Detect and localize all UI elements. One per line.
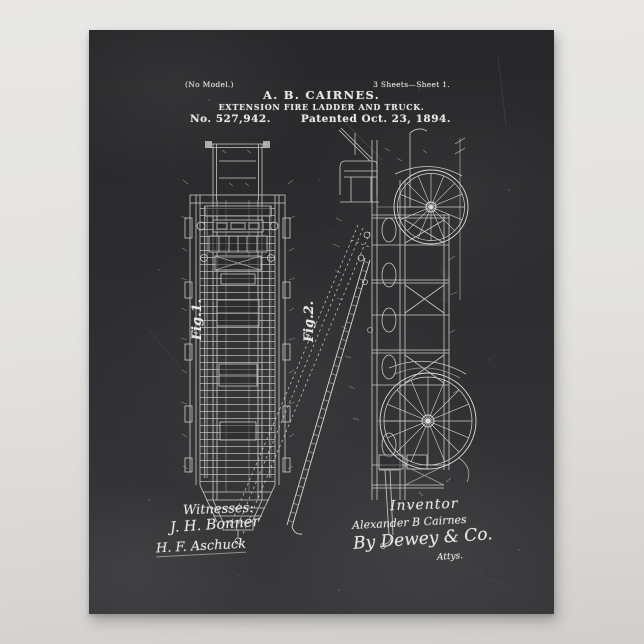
sheet-info-text: 3 Sheets—Sheet 1. [373,80,450,89]
rear-wheel [379,372,477,470]
fig2-label: Fig.2. [302,300,318,343]
patent-date: Patented Oct. 23, 1894. [300,113,451,125]
attorney-suffix: Attys. [436,551,464,563]
chalk-specks [148,89,520,591]
fig2-drawing [338,127,470,549]
fig2-reference-marks [332,147,460,511]
ladder-beams [229,224,373,535]
fig1-reference-marks [180,149,296,470]
patent-title: EXTENSION FIRE LADDER AND TRUCK. [218,102,425,112]
chalkboard-scratches [148,55,510,587]
fig1-drawing [184,141,291,545]
inventor-label: Inventor [389,495,459,515]
front-wheel [393,169,469,245]
fig1-label: Fig.1. [190,298,206,341]
patent-number: No. 527,942. [190,113,271,125]
patent-poster: (No Model.) 3 Sheets—Sheet 1. A. B. CAIR… [89,30,554,614]
inventor-title: A. B. CAIRNES. [262,88,381,102]
patent-drawing-svg [148,55,520,591]
no-model-text: (No Model.) [185,80,234,89]
